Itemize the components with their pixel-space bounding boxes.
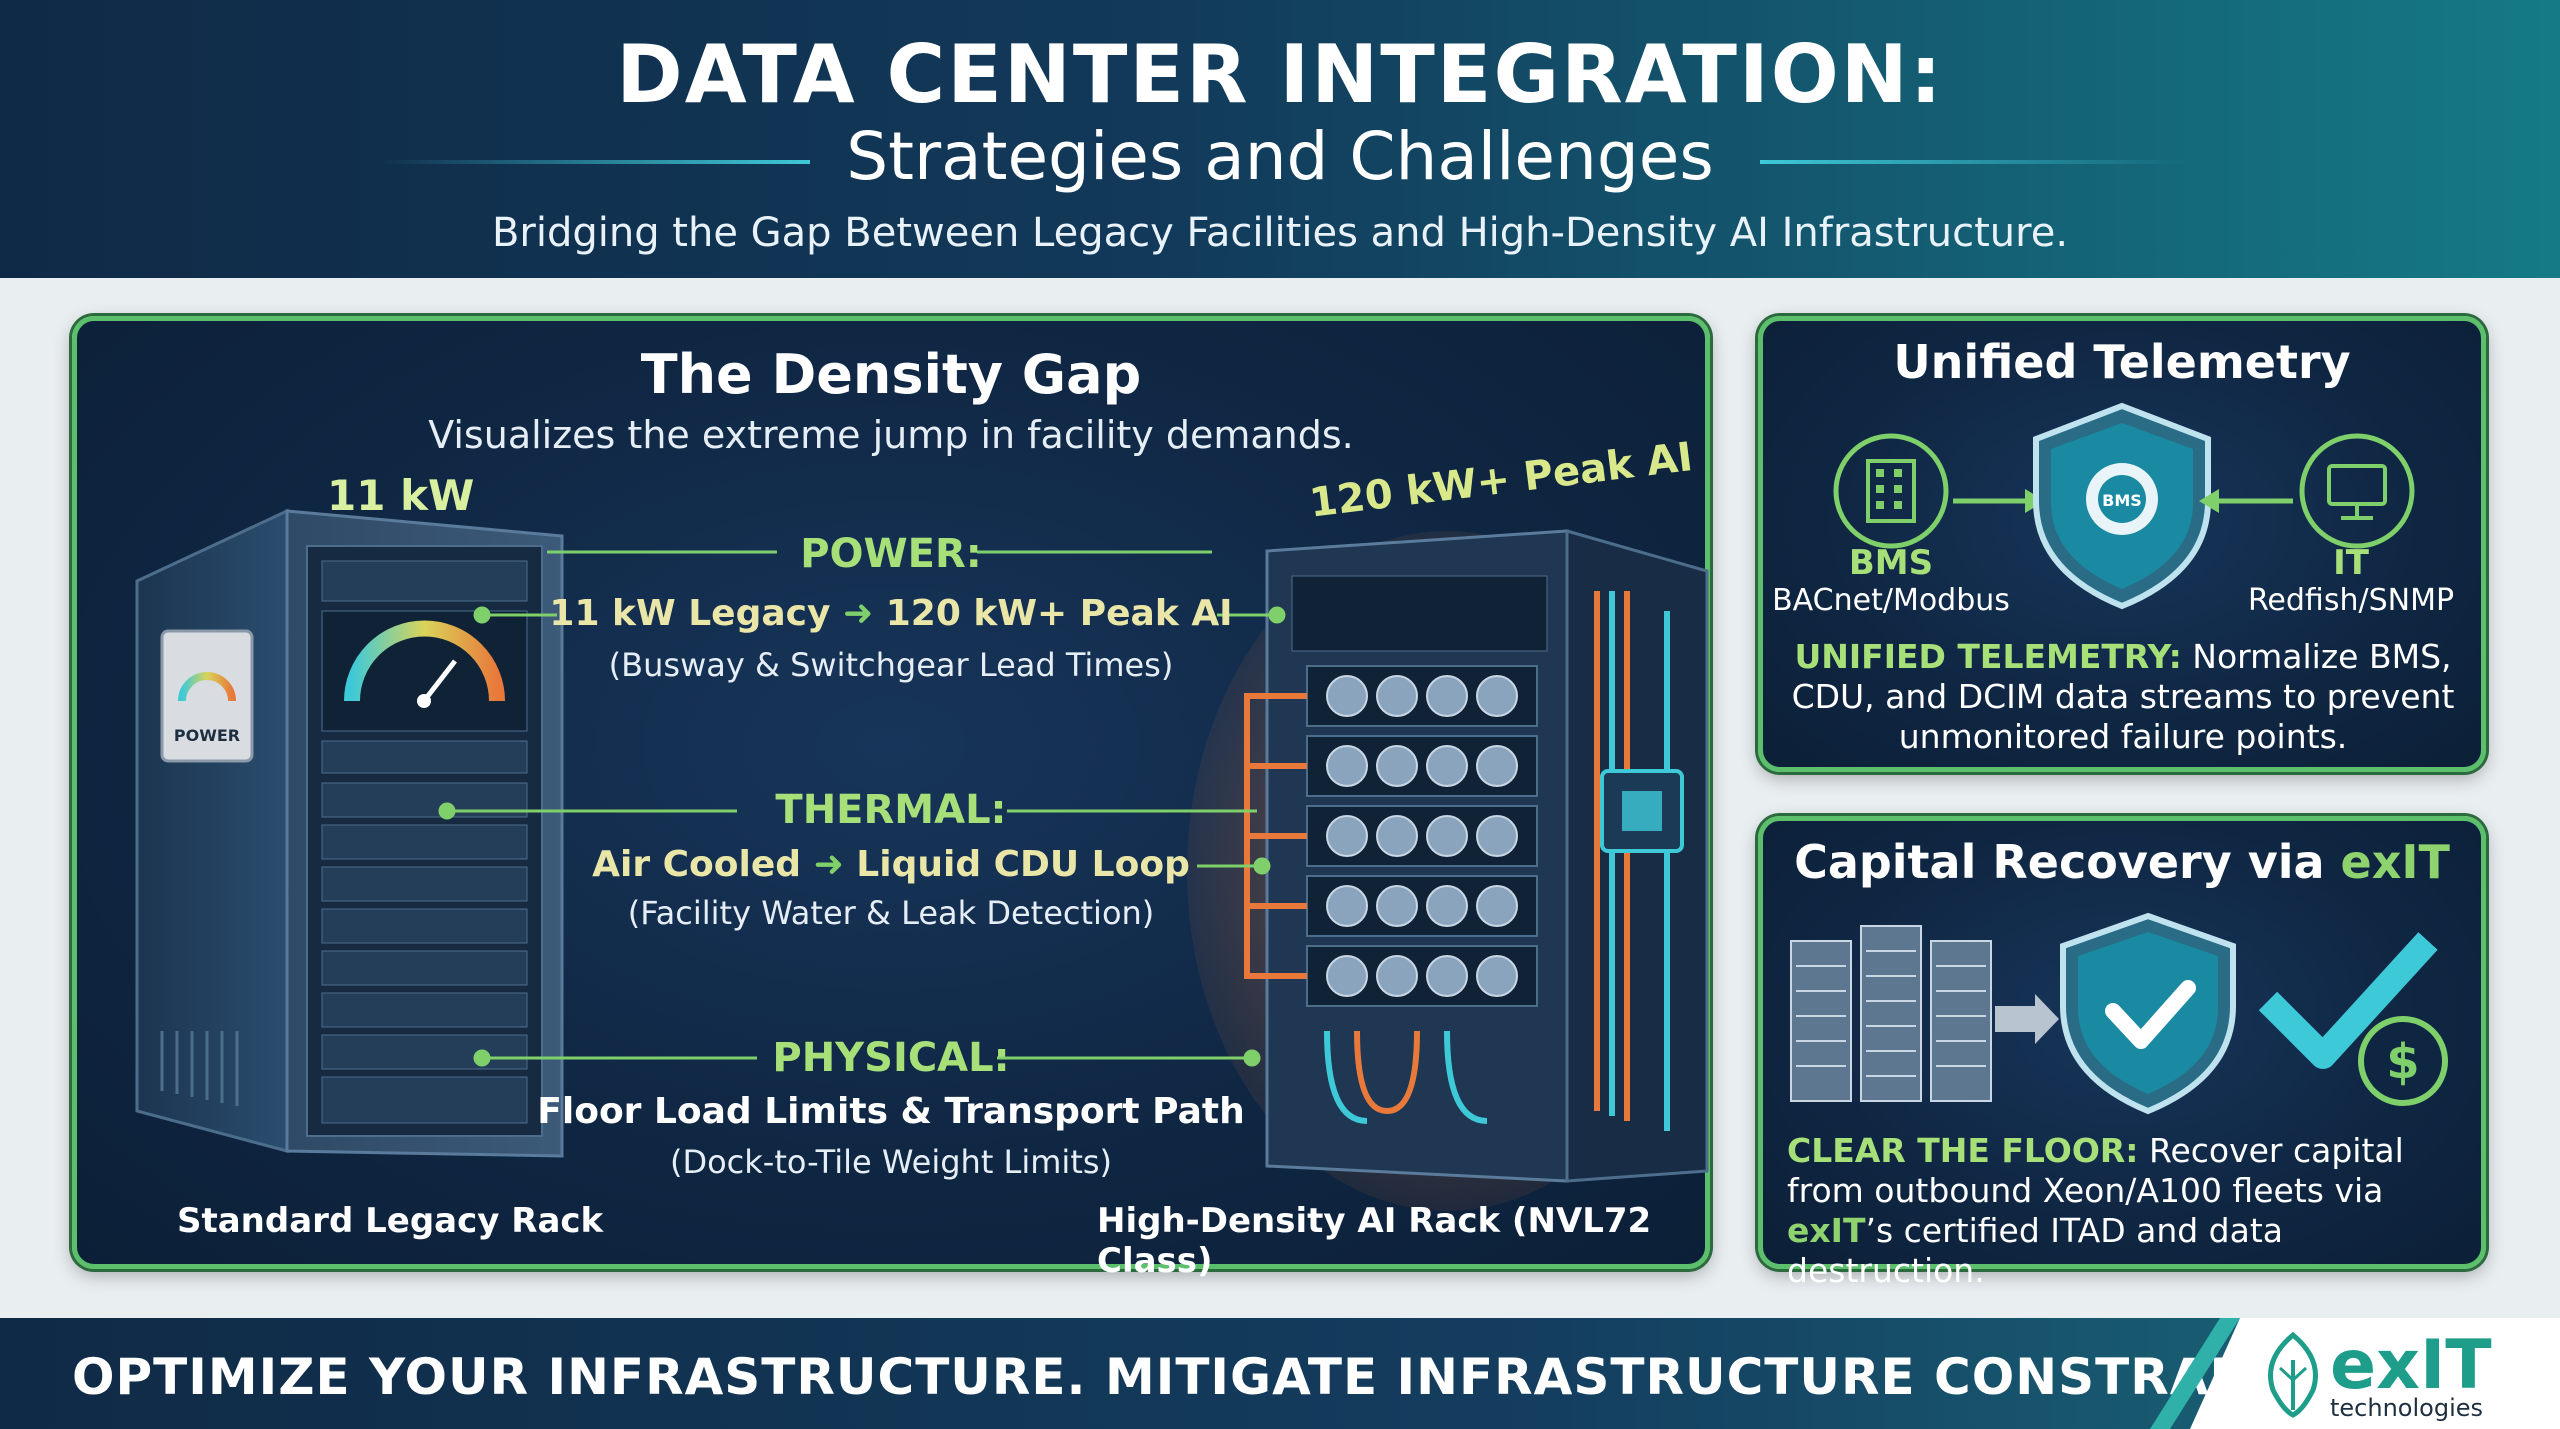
physical-note: (Dock-to-Tile Weight Limits) <box>669 1143 1113 1181</box>
monitor-icon <box>2299 433 2415 549</box>
capital-title-prefix: Capital Recovery via <box>1794 835 2325 889</box>
arrow-right-icon <box>1995 994 2059 1044</box>
telemetry-description: UNIFIED TELEMETRY: Normalize BMS, CDU, a… <box>1783 637 2463 757</box>
telemetry-desc-lead: UNIFIED TELEMETRY: <box>1794 637 2182 676</box>
page-tagline: Bridging the Gap Between Legacy Faciliti… <box>491 210 2069 256</box>
arrow-left-icon <box>2199 489 2293 513</box>
page-subtitle: Strategies and Challenges <box>846 118 1714 195</box>
capital-desc-brand: exIT <box>1787 1211 1866 1250</box>
dollar-symbol: $ <box>2386 1034 2419 1090</box>
power-heading: POWER: <box>800 531 982 577</box>
power-from: 11 kW Legacy <box>549 593 831 634</box>
telemetry-title: Unified Telemetry <box>1893 335 2351 389</box>
footer-slogan: OPTIMIZE YOUR INFRASTRUCTURE. MITIGATE I… <box>72 1348 2364 1406</box>
capital-title: Capital Recovery via exIT <box>1763 835 2481 889</box>
arrow-right-icon: ➜ <box>843 593 886 634</box>
power-note: (Busway & Switchgear Lead Times) <box>608 646 1174 684</box>
thermal-transition: Air Cooled ➜ Liquid CDU Loop <box>77 844 1705 885</box>
density-gap-title: The Density Gap <box>640 343 1142 406</box>
telemetry-diagram: BMS <box>1833 402 2415 610</box>
thermal-from: Air Cooled <box>592 844 802 885</box>
capital-diagram: $ <box>1790 912 2448 1115</box>
footer-logo-name: exIT <box>2330 1326 2492 1405</box>
physical-main: Floor Load Limits & Transport Path <box>537 1091 1245 1132</box>
telemetry-desc-body: Normalize BMS, CDU, and DCIM data stream… <box>1791 637 2455 756</box>
thermal-note: (Facility Water & Leak Detection) <box>627 894 1155 932</box>
physical-heading: PHYSICAL: <box>772 1035 1010 1081</box>
checkmark-dollar-icon: $ <box>2258 932 2448 1106</box>
arrow-right-icon: ➜ <box>813 844 857 885</box>
footer-logo-background <box>2190 1318 2560 1429</box>
shield-gear-icon: BMS <box>2033 402 2211 610</box>
subtitle-divider-right <box>1760 160 2190 164</box>
it-label: IT <box>2333 543 2369 583</box>
shield-label: BMS <box>2102 491 2142 510</box>
arrow-right-icon <box>1953 489 2045 513</box>
server-stack-icon <box>1790 925 1992 1102</box>
connector-lines <box>438 550 1286 1067</box>
legacy-rack-illustration: POWER <box>135 508 564 1158</box>
capital-title-brand: exIT <box>2340 835 2450 889</box>
subtitle-divider-left <box>380 160 810 164</box>
telemetry-right-label: IT Redfish/SNMP <box>2221 543 2481 618</box>
bms-label: BMS <box>1848 543 1934 583</box>
telemetry-left-label: BMS BACnet/Modbus <box>1763 543 2019 618</box>
bms-protocols: BACnet/Modbus <box>1772 583 2010 618</box>
leaf-tree-icon <box>2268 1331 2318 1418</box>
capital-recovery-panel: Capital Recovery via exIT $ CLEAR THE FL… <box>1758 816 2486 1290</box>
ai-rack-label: High-Density AI Rack (NVL72 Class) <box>1097 1201 1652 1281</box>
page-title: DATA CENTER INTEGRATION: <box>616 28 1944 121</box>
thermal-heading: THERMAL: <box>775 787 1007 833</box>
ai-rack-illustration <box>1187 529 1709 1211</box>
capital-desc-body-2: ’s certified ITAD and data destruction. <box>1787 1211 2283 1290</box>
footer-logo-sub: technologies <box>2330 1394 2483 1422</box>
thermal-to: Liquid CDU Loop <box>856 844 1190 885</box>
unified-telemetry-panel: Unified Telemetry BMS BM <box>1758 316 2486 772</box>
legacy-kw-label: 11 kW <box>327 471 475 520</box>
density-gap-description: Visualizes the extreme jump in facility … <box>428 413 1354 457</box>
capital-desc-lead: CLEAR THE FLOOR: <box>1787 1131 2139 1170</box>
density-gap-panel: The Density Gap Visualizes the extreme j… <box>72 316 1710 1281</box>
footer-banner: OPTIMIZE YOUR INFRASTRUCTURE. MITIGATE I… <box>0 1318 2560 1429</box>
power-badge-text: POWER <box>174 726 240 745</box>
it-protocols: Redfish/SNMP <box>2247 583 2455 618</box>
header-banner: DATA CENTER INTEGRATION: Strategies and … <box>0 0 2560 278</box>
capital-desc-body-1: Recover capital from outbound Xeon/A100 … <box>1787 1131 2404 1210</box>
power-to: 120 kW+ Peak AI <box>885 593 1233 634</box>
power-transition: 11 kW Legacy ➜ 120 kW+ Peak AI <box>77 593 1705 634</box>
legacy-rack-label: Standard Legacy Rack <box>177 1201 604 1241</box>
shield-check-icon <box>2060 912 2236 1115</box>
building-icon <box>1833 433 1949 549</box>
capital-description: CLEAR THE FLOOR: Recover capital from ou… <box>1787 1131 2467 1291</box>
